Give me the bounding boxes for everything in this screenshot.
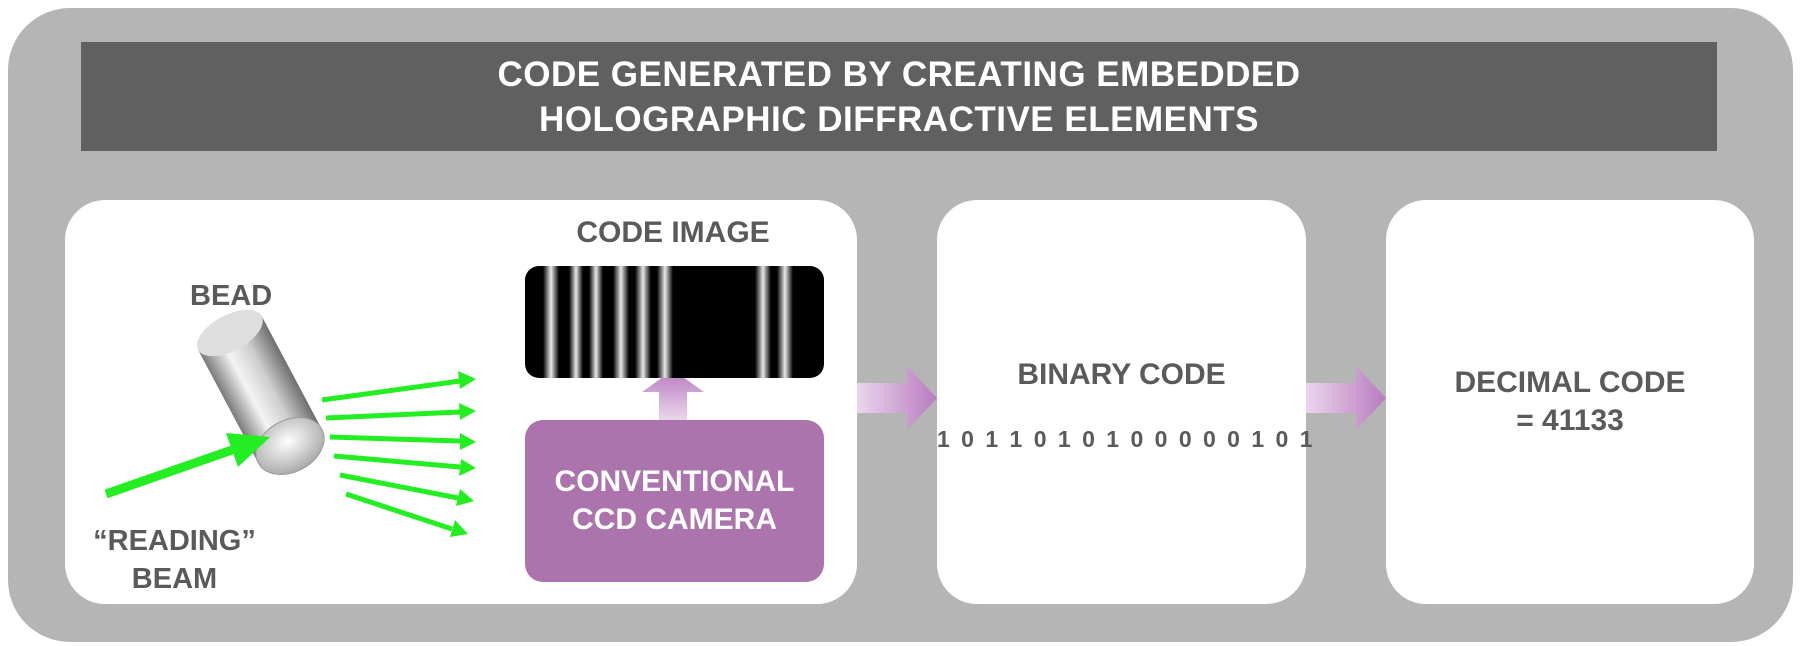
- title-line-1: CODE GENERATED BY CREATING EMBEDDED: [497, 54, 1301, 94]
- reading-beam-label-line-1: “READING”: [93, 525, 256, 557]
- title-line-2: HOLOGRAPHIC DIFFRACTIVE ELEMENTS: [539, 99, 1259, 139]
- binary-code-panel: [937, 200, 1306, 604]
- reading-beam-icon: [104, 433, 270, 499]
- camera-to-image-arrow-icon: [642, 370, 704, 420]
- binary-code-value: 1 0 1 1 0 1 0 1 0 0 0 0 0 1 0 1: [937, 426, 1316, 452]
- barcode-stripes-icon: [543, 266, 793, 378]
- binary-code-title: BINARY CODE: [1017, 358, 1226, 391]
- arrow-to-decimal-icon: [1306, 366, 1386, 430]
- arrow-to-binary-icon: [857, 366, 937, 430]
- reading-beam-label-line-2: BEAM: [131, 563, 218, 595]
- ccd-camera-box: CONVENTIONAL CCD CAMERA: [525, 420, 824, 582]
- decimal-code-panel: [1386, 200, 1754, 604]
- code-image-barcode: [525, 266, 824, 378]
- bead-label: BEAD: [190, 280, 273, 312]
- camera-label-line-1: CONVENTIONAL: [554, 465, 795, 498]
- diffracted-beams-icon: [321, 371, 476, 537]
- camera-label-line-2: CCD CAMERA: [572, 503, 777, 536]
- decimal-code-value: = 41133: [1516, 404, 1624, 437]
- decimal-code-title: DECIMAL CODE: [1454, 366, 1686, 399]
- bead-icon: [197, 309, 325, 476]
- reading-beam-label: “READING” BEAM: [72, 522, 277, 598]
- code-image-label: CODE IMAGE: [576, 216, 770, 249]
- title-banner: CODE GENERATED BY CREATING EMBEDDED HOLO…: [81, 42, 1717, 151]
